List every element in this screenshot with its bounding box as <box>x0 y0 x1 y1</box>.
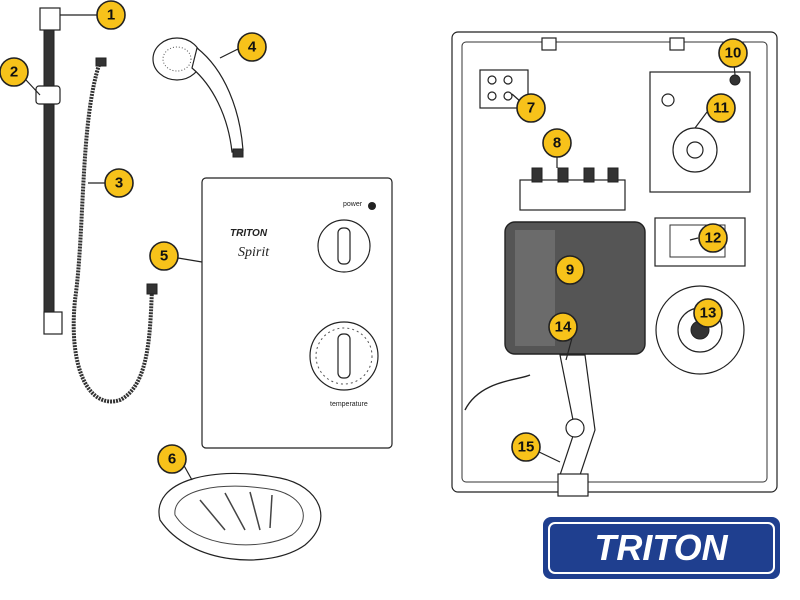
soap-dish <box>158 472 322 561</box>
riser-rail <box>35 7 63 335</box>
svg-text:10: 10 <box>725 45 742 62</box>
power-indicator <box>368 202 376 210</box>
power-label: power <box>343 201 363 208</box>
panel-model-text: Spirit <box>238 245 270 260</box>
svg-text:7: 7 <box>527 100 535 117</box>
callout-14: 14 <box>548 312 578 342</box>
shower-unit-interior <box>451 31 778 497</box>
callout-11: 11 <box>706 93 736 123</box>
solenoid-valve <box>655 285 745 375</box>
callout-6: 6 <box>157 444 187 474</box>
callout-15: 15 <box>511 432 541 462</box>
shower-handset <box>152 37 244 158</box>
outlet-pipe <box>464 354 596 497</box>
callout-13: 13 <box>693 298 723 328</box>
svg-text:2: 2 <box>10 64 18 81</box>
svg-text:4: 4 <box>248 39 257 56</box>
svg-text:5: 5 <box>160 248 168 265</box>
svg-text:15: 15 <box>518 439 535 456</box>
callout-7: 7 <box>516 93 546 123</box>
pressure-switch <box>649 71 751 193</box>
svg-text:13: 13 <box>700 305 717 322</box>
triton-logo: TRITON <box>543 517 780 579</box>
svg-text:6: 6 <box>168 451 176 468</box>
callout-4: 4 <box>237 32 267 62</box>
callout-3: 3 <box>104 168 134 198</box>
shower-cover-panel: TRITON Spirit power temperature <box>201 177 393 449</box>
logo-text: TRITON <box>594 527 728 568</box>
temperature-label: temperature <box>330 401 368 408</box>
callout-12: 12 <box>698 223 728 253</box>
callout-10: 10 <box>718 38 748 68</box>
svg-text:12: 12 <box>705 230 722 247</box>
callout-8: 8 <box>542 128 572 158</box>
svg-text:3: 3 <box>115 175 123 192</box>
panel-brand-text: TRITON <box>230 228 268 239</box>
svg-text:8: 8 <box>553 135 561 152</box>
element-terminals <box>519 167 626 211</box>
callout-9: 9 <box>555 255 585 285</box>
svg-text:1: 1 <box>107 7 115 24</box>
svg-text:9: 9 <box>566 262 574 279</box>
shower-hose <box>71 57 158 404</box>
svg-text:11: 11 <box>713 100 729 117</box>
svg-text:14: 14 <box>555 319 572 336</box>
callout-2: 2 <box>0 57 29 87</box>
callout-1: 1 <box>96 0 126 30</box>
callout-5: 5 <box>149 241 179 271</box>
